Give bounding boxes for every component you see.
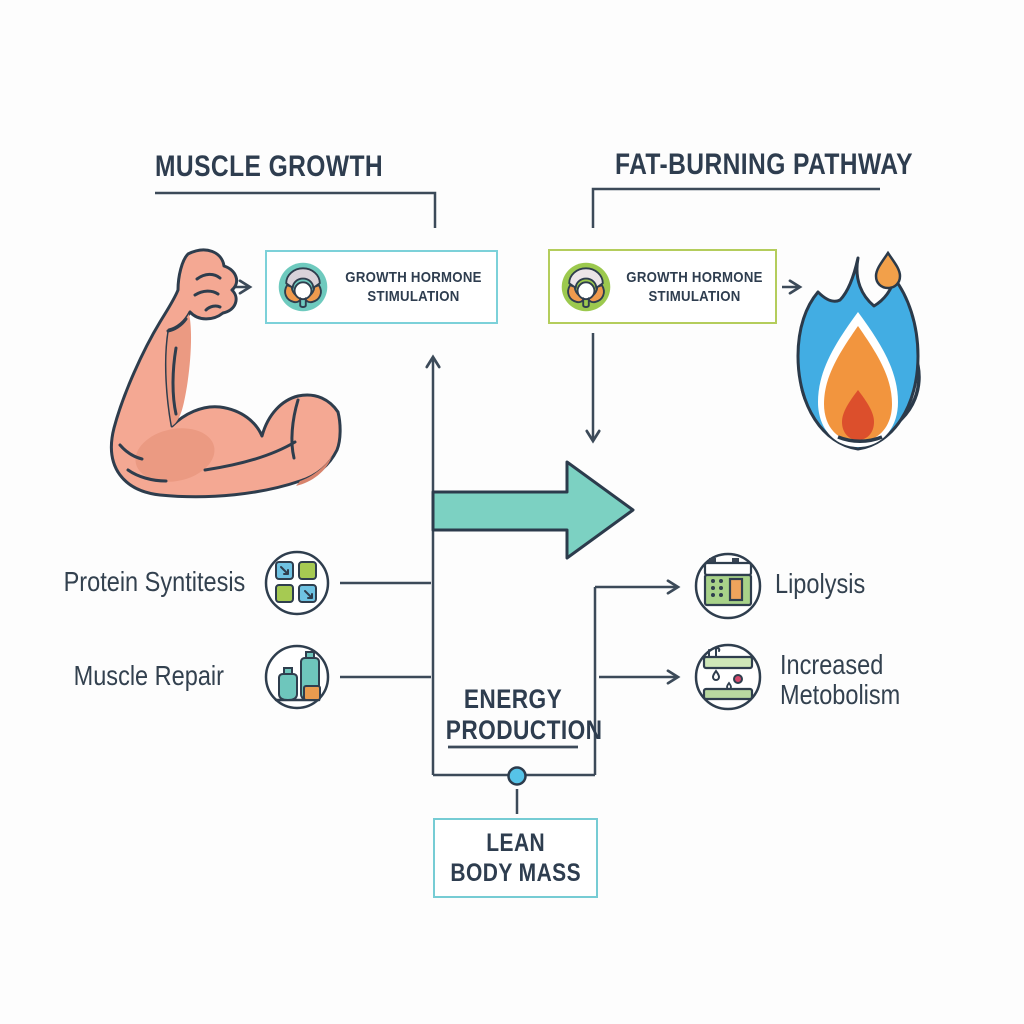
muscle-repair-label: Muscle Repair bbox=[73, 660, 224, 691]
lipolysis-label: Lipolysis bbox=[775, 568, 866, 599]
teal-flow-arrow bbox=[431, 460, 635, 560]
muscle-growth-title: MUSCLE GROWTH bbox=[155, 150, 384, 183]
muscle-growth-bracket-line bbox=[155, 191, 437, 228]
protein-synthesis-label: Protein Syntitesis bbox=[63, 566, 245, 597]
lean-body-mass-label: LEAN BODY MASS bbox=[450, 829, 581, 887]
fat-burning-title: FAT-BURNING PATHWAY bbox=[615, 148, 913, 181]
lean-body-mass-box: LEAN BODY MASS bbox=[433, 818, 598, 898]
protein-synthesis-icon bbox=[264, 550, 330, 616]
metabolism-icon bbox=[694, 643, 762, 711]
muscle-repair-icon bbox=[264, 644, 330, 710]
bicep-arm-illustration bbox=[109, 248, 342, 499]
increased-metabolism-label: Increased Metobolism bbox=[780, 649, 901, 710]
droplet-icon bbox=[874, 250, 902, 290]
growth-hormone-label: GROWTH HORMONE STIMULATION bbox=[626, 268, 763, 305]
lipolysis-icon bbox=[694, 552, 762, 620]
blue-connector-dot bbox=[507, 766, 527, 786]
flame-icon bbox=[796, 250, 921, 451]
growth-hormone-label: GROWTH HORMONE STIMULATION bbox=[345, 269, 482, 305]
energy-production-label: ENERGY PRODUCTION bbox=[445, 684, 603, 745]
pituitary-gland-icon bbox=[278, 262, 328, 312]
pituitary-gland-icon bbox=[561, 262, 611, 311]
fat-burning-bracket-line bbox=[591, 187, 880, 228]
growth-hormone-box-left: GROWTH HORMONE STIMULATION bbox=[265, 250, 498, 324]
growth-hormone-box-right: GROWTH HORMONE STIMULATION bbox=[548, 249, 777, 324]
